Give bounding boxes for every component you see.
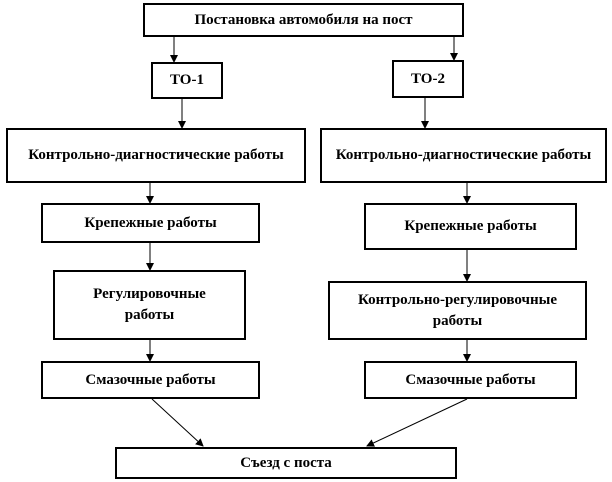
to1-step-lubrication: Смазочные работы [41, 361, 260, 399]
step-label: Контрольно-диагностические работы [335, 147, 592, 163]
step-label: Крепежные работы [404, 218, 537, 234]
to2-step-control-adjustment: Контрольно-регулировочные работы [328, 281, 587, 340]
to2-step-fastening: Крепежные работы [364, 203, 577, 250]
to1-step-adjustment: Регулировочные работы [53, 270, 246, 340]
end-box: Съезд с поста [115, 447, 457, 479]
arrow-left-lube-end [151, 398, 204, 447]
start-box: Постановка автомобиля на пост [143, 3, 464, 37]
step-label: Контрольно-диагностические работы [28, 147, 284, 163]
to2-label: ТО-2 [411, 70, 445, 87]
to1-label: ТО-1 [170, 72, 204, 88]
to1-box: ТО-1 [151, 62, 223, 99]
step-label: Смазочные работы [85, 371, 216, 388]
to2-box: ТО-2 [392, 60, 464, 98]
start-label: Постановка автомобиля на пост [194, 11, 413, 28]
step-label: Крепежные работы [84, 214, 217, 231]
end-label: Съезд с поста [240, 454, 332, 471]
to1-step-fastening: Крепежные работы [41, 203, 260, 243]
step-label: Регулировочные работы [93, 286, 206, 323]
arrow-right-lube-end [366, 398, 468, 447]
to1-step-diagnostic: Контрольно-диагностические работы [6, 128, 306, 183]
step-label: Контрольно-регулировочные работы [358, 291, 557, 329]
to2-step-diagnostic: Контрольно-диагностические работы [320, 128, 607, 183]
step-label: Смазочные работы [405, 371, 536, 388]
to2-step-lubrication: Смазочные работы [364, 361, 577, 399]
